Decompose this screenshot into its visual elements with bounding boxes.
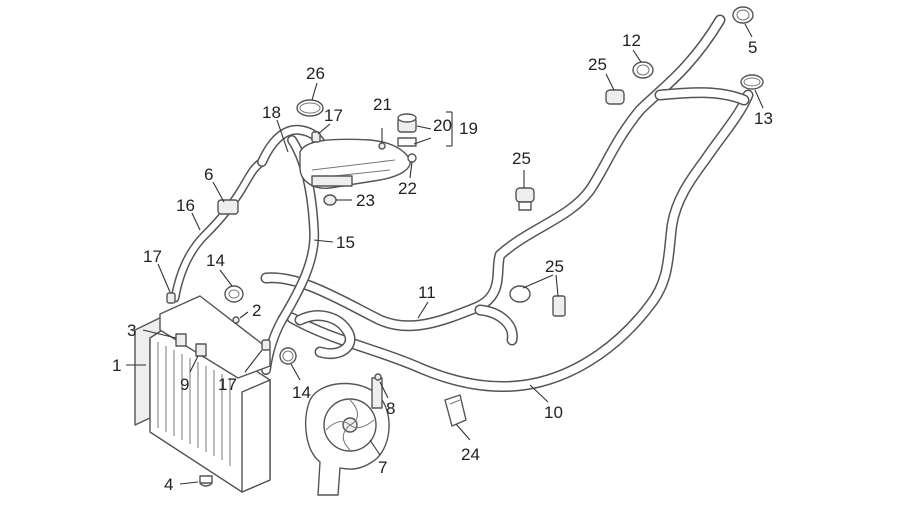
radiator-plug-4 (199, 475, 213, 487)
clip-17-left (166, 292, 176, 304)
callout-17b: 17 (218, 375, 237, 394)
callout-12: 12 (622, 31, 641, 50)
callout-22: 22 (398, 179, 417, 198)
callout-9: 9 (180, 375, 189, 394)
fan-screw-8 (374, 373, 382, 381)
rubber-mount-23 (323, 194, 337, 206)
hose-crossover (654, 87, 750, 106)
tank-cap-20 (397, 113, 417, 133)
callout-labels: 1 2 3 4 5 6 7 8 9 10 11 12 13 14 14 15 1… (112, 31, 773, 494)
callout-2: 2 (252, 301, 261, 320)
callout-19: 19 (459, 119, 478, 138)
callout-10: 10 (544, 403, 563, 422)
callout-15: 15 (336, 233, 355, 252)
clamp-25-top (605, 89, 625, 105)
callout-13: 13 (754, 109, 773, 128)
callout-3: 3 (127, 321, 136, 340)
clamp-25-lower (509, 285, 566, 317)
callout-1: 1 (112, 356, 121, 375)
callout-5: 5 (748, 38, 757, 57)
hose-16 (170, 157, 267, 303)
clamp-26 (296, 99, 324, 117)
callout-16: 16 (176, 196, 195, 215)
callout-8: 8 (386, 399, 395, 418)
callout-24: 24 (461, 445, 480, 464)
callout-18: 18 (262, 103, 281, 122)
callout-21: 21 (373, 95, 392, 114)
clip-17-radiator (261, 339, 271, 351)
bracket-24 (444, 394, 467, 427)
clip-17-tank (311, 131, 321, 143)
callout-17c: 17 (324, 106, 343, 125)
hose-11-upper-main (260, 14, 726, 332)
callout-4: 4 (164, 475, 173, 494)
fan-assembly (305, 377, 390, 496)
clamp-14-lower (279, 347, 297, 365)
callout-11: 11 (418, 283, 436, 302)
callout-17a: 17 (143, 247, 162, 266)
hose-loop-lower (294, 304, 518, 359)
callout-7: 7 (378, 458, 387, 477)
callout-14a: 14 (206, 251, 225, 270)
clamp-6 (217, 199, 239, 215)
clamp-5 (732, 6, 754, 24)
callout-23: 23 (356, 191, 375, 210)
leader-lines (126, 23, 764, 485)
fastener-22 (407, 153, 417, 163)
clamp-14-upper (224, 285, 244, 303)
callout-25b: 25 (512, 149, 531, 168)
callout-25c: 25 (545, 257, 564, 276)
clamp-12 (632, 61, 654, 79)
clamp-13 (740, 74, 764, 90)
hose-10-lower-main (286, 89, 754, 393)
callout-14b: 14 (292, 383, 311, 402)
callout-6: 6 (204, 165, 213, 184)
callout-26: 26 (306, 64, 325, 83)
expansion-tank (299, 138, 411, 189)
radiator (134, 295, 271, 493)
clamp-25-middle (515, 187, 535, 211)
screw-21 (378, 128, 386, 150)
tank-neck (397, 137, 417, 147)
screw-2 (232, 316, 240, 324)
callout-20: 20 (433, 116, 452, 135)
callout-25a: 25 (588, 55, 607, 74)
